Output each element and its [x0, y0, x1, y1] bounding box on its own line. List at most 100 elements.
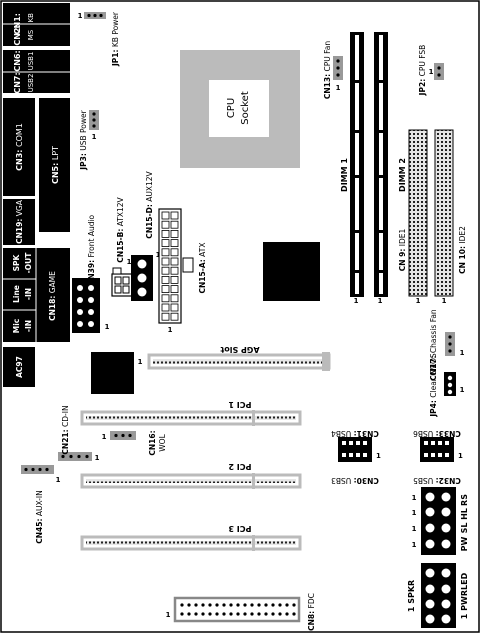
svg-text:1: 1 — [412, 525, 417, 533]
dimm1-label: DIMM 1 — [340, 158, 349, 192]
svg-text:1: 1 — [442, 297, 447, 305]
cn15d-pin1-label: 1 — [156, 251, 161, 259]
cn9-pin1-label: 1 — [416, 297, 421, 305]
atx-label: ATX — [198, 243, 207, 257]
back-panel: CN1: KB CN2: MS CN6: USB1 CN7: USB2 CN3:… — [3, 3, 70, 387]
usb4-header — [338, 437, 372, 462]
svg-text:PCI 1: PCI 1 — [228, 400, 251, 409]
dimm2-pin1-label: 1 — [378, 297, 383, 305]
cn45-pin1-label: 1 — [56, 476, 61, 484]
svg-text:1: 1 — [458, 452, 463, 460]
agp-label: AGP Slot — [220, 345, 259, 354]
usb1-label: USB1 — [27, 52, 35, 71]
jp4-label: JP4: — [429, 400, 438, 418]
spkr-label: SPKR — [407, 580, 416, 604]
svg-text:1: 1 — [412, 494, 417, 502]
svg-text:CN31: USB4: CN31: USB4 — [331, 429, 379, 438]
hl-pin1-label: 1 — [412, 509, 417, 517]
svg-text:CN18: GAME: CN18: GAME — [48, 271, 57, 321]
svg-text:1: 1 — [376, 452, 381, 460]
svg-text:CPU: CPU — [226, 98, 237, 118]
cn31-label: CN31: — [354, 429, 379, 438]
jp4-clear-cmos: 1 JP4: Clear CMOS — [429, 353, 465, 418]
svg-text:CN 9: IDE1: CN 9: IDE1 — [398, 229, 407, 272]
svg-text:RS: RS — [460, 494, 469, 506]
svg-text:CN1:: CN1: — [13, 13, 22, 34]
svg-text:1: 1 — [166, 611, 171, 619]
svg-text:1 SPKR: 1 SPKR — [407, 580, 416, 612]
cn15a-pin1-label: 1 — [168, 326, 173, 334]
svg-text:1: 1 — [429, 68, 434, 76]
aux-in-header — [21, 465, 54, 474]
atx12v-label: ATX12V — [116, 196, 125, 226]
cn17-label: CN17: — [429, 355, 438, 380]
dimm1-slot: DIMM 1 1 — [340, 32, 364, 305]
svg-text:1: 1 — [95, 454, 100, 462]
cn39-front-audio: 1 CN39: Front Audio — [72, 214, 110, 333]
fdc-connector — [173, 596, 301, 623]
usb5-label: USB5 — [413, 476, 433, 485]
sl-pin1-label: 1 — [412, 525, 417, 533]
svg-text:USB2: USB2 — [27, 74, 35, 93]
svg-text:1: 1 — [138, 358, 143, 366]
svg-text:USB1: USB1 — [27, 52, 35, 71]
svg-text:WOL: WOL — [158, 433, 167, 451]
svg-text:1: 1 — [416, 297, 421, 305]
svg-text:-OUT: -OUT — [24, 252, 33, 274]
kb-power-label: KB Power — [111, 11, 120, 47]
svg-text:1: 1 — [412, 509, 417, 517]
svg-text:Socket: Socket — [240, 91, 251, 125]
pw-pin1-label: 1 — [412, 541, 417, 549]
aux-in-label: AUX-IN — [35, 490, 44, 516]
svg-text:Line: Line — [12, 285, 21, 303]
svg-text:HL: HL — [460, 508, 469, 520]
svg-text:PW: PW — [460, 536, 469, 551]
svg-text:KB: KB — [27, 13, 35, 23]
svg-text:1: 1 — [127, 258, 132, 266]
usb3-label: USB3 — [331, 476, 351, 485]
svg-text:AGP Slot: AGP Slot — [220, 345, 259, 354]
usb2-label: USB2 — [27, 74, 35, 93]
cn15a-label: CN15-A: — [198, 259, 207, 293]
jp3-pin1-label: 1 — [92, 133, 97, 141]
svg-text:-IN: -IN — [24, 288, 33, 300]
fdc-label: FDC — [307, 593, 316, 608]
svg-text:1: 1 — [336, 84, 341, 92]
rs-pin1-label: 1 — [412, 494, 417, 502]
com1-label: COM1 — [15, 123, 24, 147]
cn7-label: CN7: — [13, 72, 22, 93]
out-label: -OUT — [24, 252, 33, 274]
cn33-usb6: 1 CN33: USB6 CN32: USB5 — [413, 429, 463, 485]
svg-text:Mic: Mic — [12, 319, 21, 333]
svg-text:CN16:: CN16: — [148, 430, 157, 455]
pci1-slot: PCI 1 — [80, 400, 302, 426]
svg-text:1: 1 — [156, 251, 161, 259]
cn13-pin1-label: 1 — [336, 84, 341, 92]
line-label: Line — [12, 285, 21, 303]
line-in-label: -IN — [24, 288, 33, 300]
cn33-pin1-label: 1 — [458, 452, 463, 460]
lpt-connector — [39, 98, 70, 232]
jp2-pin1-label: 1 — [429, 68, 434, 76]
cn45-label: CN45: — [35, 519, 44, 544]
cd-in-label: CD-IN — [61, 405, 70, 427]
ide2-connector — [434, 129, 454, 297]
cn32-label: CN32: — [436, 476, 461, 485]
pci3-slot: PCI 3 — [80, 524, 302, 551]
aux12v-label: AUX12V — [145, 170, 154, 201]
agp-slot: AGP Slot 1 — [138, 345, 331, 371]
svg-text:CN45: AUX-IN: CN45: AUX-IN — [35, 490, 44, 544]
pci2-label: PCI 2 — [228, 462, 251, 471]
cn33-label: CN33: — [436, 429, 461, 438]
jp1-pin1-label: 1 — [78, 12, 83, 20]
jp4-pin1-label: 1 — [460, 386, 465, 394]
hl-label: HL — [460, 508, 469, 520]
cn39-pin1-label: 1 — [105, 323, 110, 331]
pci1-label: PCI 1 — [228, 400, 251, 409]
cn17-pin1-label: 1 — [460, 349, 465, 357]
cd-in-header — [58, 452, 92, 461]
socket-label: Socket — [240, 91, 251, 125]
svg-text:AC97: AC97 — [15, 356, 24, 378]
jp3-label: JP3: — [79, 153, 88, 171]
